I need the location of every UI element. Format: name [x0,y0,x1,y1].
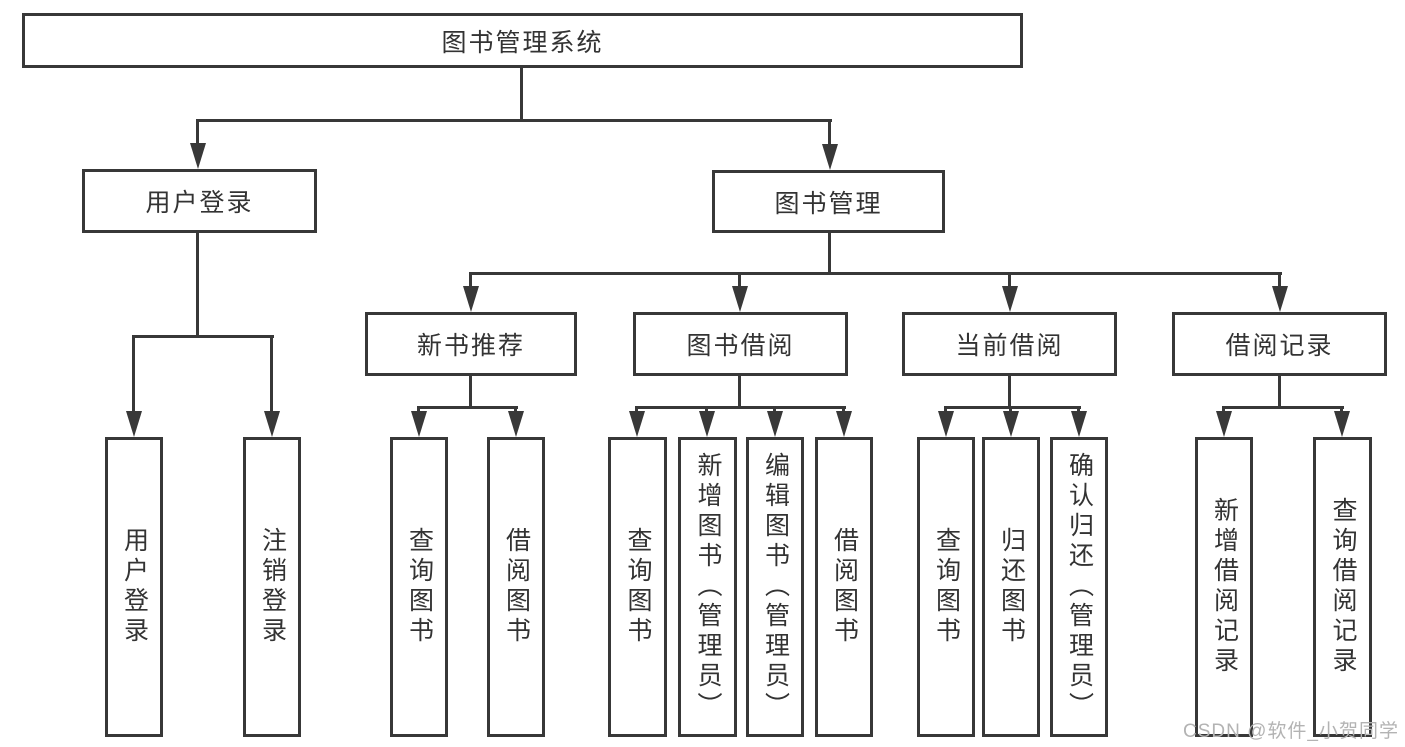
arrow-down-icon [629,411,645,437]
node-label: 用户登录 [145,189,254,217]
connector-borrow-bar [635,406,846,409]
connector-book-mgmt-bar [469,272,1282,275]
connector-root-bar [196,119,832,122]
node-label: 查询图书 [405,527,434,647]
connector-borrow-drop-1 [635,406,638,411]
arrow-down-icon [1334,411,1350,437]
leaf-borrow-books: 借阅图书 [815,437,873,737]
node-user-login: 用户登录 [82,169,317,233]
node-label: 注销登录 [258,527,287,647]
node-label: 查询图书 [624,527,652,647]
node-label: 归还图书 [997,527,1026,647]
connector-recommend-stem [469,376,472,406]
node-label: 查询图书 [932,527,961,647]
connector-book-mgmt-drop-4 [1278,272,1281,286]
connector-user-login-drop-1 [132,335,135,411]
connector-root-right-drop [828,119,831,144]
node-label: 借阅图书 [502,527,531,647]
leaf-edit-books-admin: 编辑图书（管理员） [746,437,804,737]
connector-current-drop-1 [944,406,947,411]
arrow-down-icon [126,411,142,437]
arrow-down-icon [508,411,524,437]
connector-book-mgmt-drop-1 [469,272,472,286]
leaf-user-login: 用户登录 [105,437,163,737]
leaf-confirm-return-admin: 确认归还（管理员） [1050,437,1108,737]
arrow-down-icon [264,411,280,437]
connector-user-login-bar [132,335,274,338]
connector-user-login-stem [196,233,199,335]
node-label: 新书推荐 [416,332,525,360]
leaf-query-books-borrow: 查询图书 [608,437,667,737]
connector-recommend-drop-2 [514,406,517,411]
arrow-down-icon [190,143,206,169]
connector-recommend-bar [417,406,518,409]
node-label: 借阅图书 [830,527,859,647]
node-book-management: 图书管理 [712,170,945,233]
node-label: 图书管理 [774,189,883,218]
node-label: 新增图书（管理员） [694,452,722,722]
node-label: 查询借阅记录 [1329,497,1357,677]
connector-book-mgmt-drop-3 [1008,272,1011,286]
node-borrow-records: 借阅记录 [1172,312,1387,376]
arrow-down-icon [1003,411,1019,437]
connector-current-drop-2 [1009,406,1012,411]
leaf-query-borrow-record: 查询借阅记录 [1313,437,1372,737]
arrow-down-icon [938,411,954,437]
arrow-down-icon [463,286,479,312]
arrow-down-icon [699,411,715,437]
node-new-book-recommend: 新书推荐 [365,312,577,376]
connector-borrow-stem [738,376,741,406]
arrow-down-icon [732,286,748,312]
connector-records-stem [1278,376,1281,406]
leaf-return-books: 归还图书 [982,437,1040,737]
leaf-borrow-books-recommend: 借阅图书 [487,437,545,737]
arrow-down-icon [1216,411,1232,437]
leaf-query-books-recommend: 查询图书 [390,437,448,737]
node-label: 用户登录 [120,527,149,647]
node-book-borrow: 图书借阅 [633,312,848,376]
connector-user-login-drop-2 [270,335,273,411]
connector-borrow-drop-3 [773,406,776,411]
arrow-down-icon [1002,286,1018,312]
connector-borrow-drop-2 [705,406,708,411]
connector-current-bar [944,406,1081,409]
node-current-borrow: 当前借阅 [902,312,1117,376]
connector-book-mgmt-stem [828,233,831,272]
connector-current-stem [1008,376,1011,406]
leaf-query-books-current: 查询图书 [917,437,975,737]
connector-root-stem [520,68,523,122]
node-label: 确认归还（管理员） [1065,452,1094,722]
connector-records-drop-1 [1222,406,1225,411]
arrow-down-icon [1272,286,1288,312]
csdn-watermark: CSDN @软件_小贺同学 [1183,721,1399,742]
connector-records-drop-2 [1340,406,1343,411]
node-label: 当前借阅 [955,332,1064,360]
node-label: 借阅记录 [1225,332,1334,360]
node-label: 图书借阅 [686,332,795,360]
node-library-management-system: 图书管理系统 [22,13,1023,68]
leaf-logout: 注销登录 [243,437,301,737]
node-label: 新增借阅记录 [1210,497,1239,677]
leaf-add-borrow-record: 新增借阅记录 [1195,437,1253,737]
connector-records-bar [1222,406,1344,409]
arrow-down-icon [822,144,838,170]
connector-borrow-drop-4 [842,406,845,411]
arrow-down-icon [1071,411,1087,437]
connector-recommend-drop-1 [417,406,420,411]
connector-book-mgmt-drop-2 [738,272,741,286]
arrow-down-icon [767,411,783,437]
connector-root-left-drop [196,119,199,143]
connector-current-drop-3 [1077,406,1080,411]
leaf-add-books-admin: 新增图书（管理员） [678,437,737,737]
node-label: 图书管理系统 [441,28,604,57]
node-label: 编辑图书（管理员） [761,452,790,722]
arrow-down-icon [411,411,427,437]
arrow-down-icon [836,411,852,437]
